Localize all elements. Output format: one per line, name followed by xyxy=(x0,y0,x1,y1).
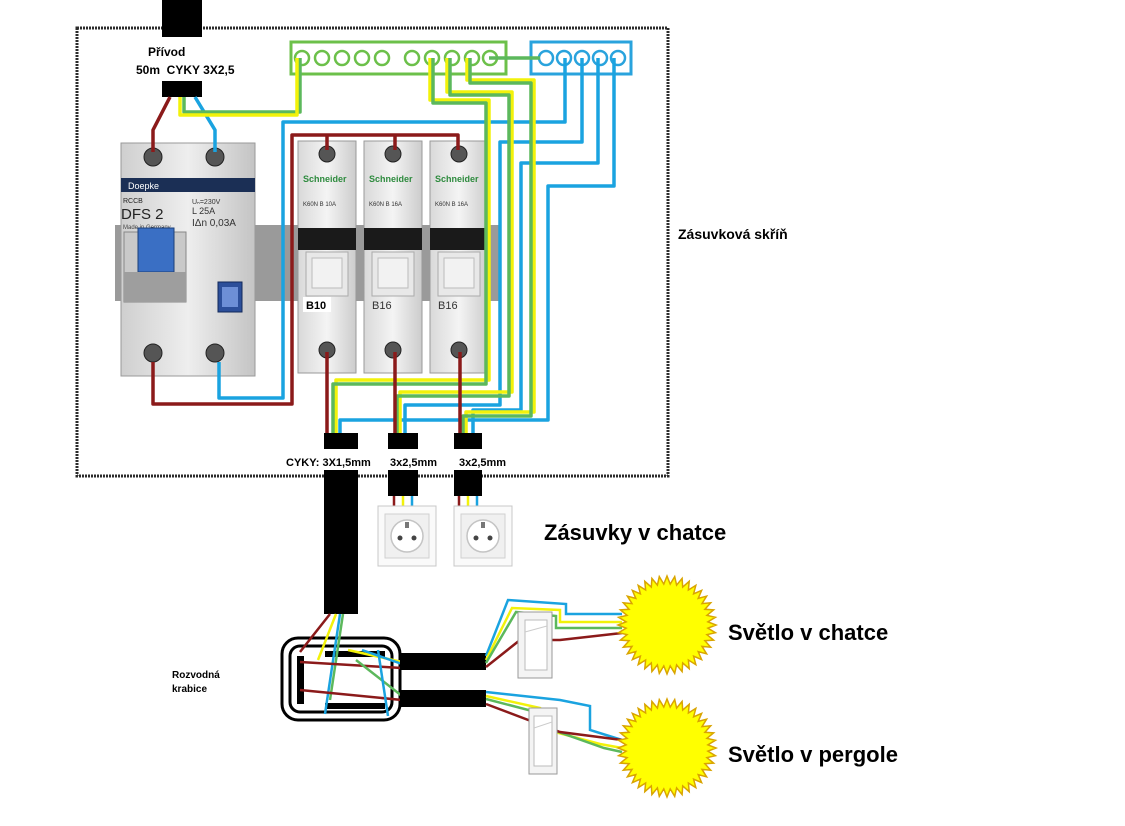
cable-to-light-2 xyxy=(400,690,486,707)
cable-label-2: 3x2,5mm xyxy=(390,457,437,469)
rcd-spec-1: Uₙ=230V xyxy=(192,199,221,206)
earth-terminal xyxy=(333,49,351,67)
sun-lamp-icon xyxy=(615,696,719,800)
cable-to-socket-1 xyxy=(388,470,418,496)
terminal-strip-earth xyxy=(289,40,508,76)
cabinet-wiring xyxy=(151,56,616,440)
rcd-model: DFS 2 xyxy=(121,206,164,223)
supply-cable-gland xyxy=(162,81,202,97)
light-label-1: Světlo v chatce xyxy=(728,620,888,645)
light-switch-icon xyxy=(517,611,553,679)
socket-icon xyxy=(453,505,513,567)
rcd-model-small: RCCB xyxy=(123,198,143,205)
junction-box-icon xyxy=(280,636,402,722)
supply-cable-label: 50m CYKY 3X2,5 xyxy=(136,63,235,77)
socket-icon xyxy=(377,505,437,567)
cable-glands xyxy=(324,433,482,449)
earth-terminal xyxy=(403,49,421,67)
mcb-rating: B10 xyxy=(306,300,326,312)
sockets-label: Zásuvky v chatce xyxy=(544,520,726,545)
mcb-rating: B16 xyxy=(438,300,458,312)
junction-label-2: krabice xyxy=(172,684,207,695)
supply-title: Přívod xyxy=(148,45,185,59)
cable-to-junction xyxy=(324,470,358,614)
supply-cable xyxy=(162,0,202,37)
light-label-2: Světlo v pergole xyxy=(728,742,898,767)
mcb-model: K60N B 16A xyxy=(435,202,468,208)
earth-terminal xyxy=(373,49,391,67)
cable-to-socket-2 xyxy=(454,470,482,496)
rcd-screw-bottom-right xyxy=(205,343,225,363)
mcb-screw-bottom xyxy=(384,341,402,359)
cable-to-light-1 xyxy=(400,653,486,670)
junction-wiring xyxy=(299,613,403,717)
rcd-breaker: Doepke RCCB DFS 2 Made in Germany Uₙ=230… xyxy=(120,142,256,377)
cable-label-3: 3x2,5mm xyxy=(459,457,506,469)
rcd-screw-bottom-left xyxy=(143,343,163,363)
light-switch-icon xyxy=(528,707,558,775)
mcb-model: K60N B 10A xyxy=(303,202,336,208)
mcb-screw-top xyxy=(384,145,402,163)
neutral-terminal xyxy=(591,49,609,67)
junction-label-1: Rozvodná xyxy=(172,670,220,681)
earth-terminal xyxy=(313,49,331,67)
rcd-spec-3: IΔn 0,03A xyxy=(192,218,236,229)
cable-label-1: CYKY: 3X1,5mm xyxy=(286,457,371,469)
mcb-rating: B16 xyxy=(372,300,392,312)
cabinet-label: Zásuvková skříň xyxy=(678,226,788,242)
earth-terminal xyxy=(353,49,371,67)
neutral-terminal xyxy=(537,49,555,67)
mcb-model: K60N B 16A xyxy=(369,202,402,208)
mcb-brand: Schneider xyxy=(303,174,347,184)
mcb-brand: Schneider xyxy=(369,174,413,184)
mcb-brand: Schneider xyxy=(435,174,479,184)
rcd-spec-2: L 25A xyxy=(192,206,215,216)
sun-lamp-icon xyxy=(615,573,719,677)
rcd-brand: Doepke xyxy=(128,181,159,191)
